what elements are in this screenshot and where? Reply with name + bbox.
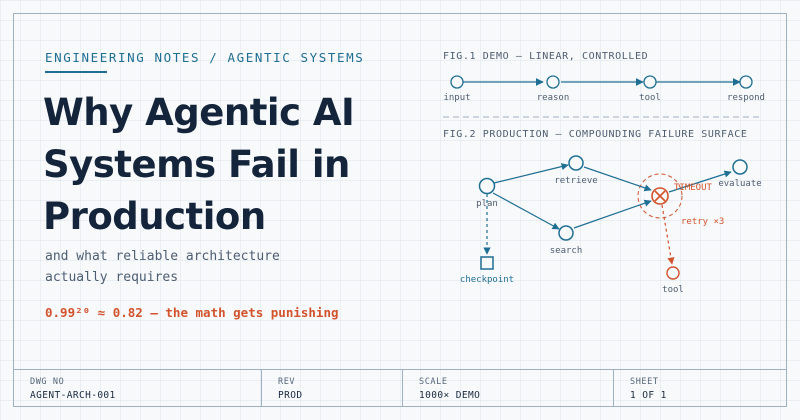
title-line: Systems Fail in (43, 143, 350, 186)
title-block-rev: REV PROD (262, 370, 403, 406)
fig1-label-input: input (443, 93, 470, 103)
failure-node (651, 187, 669, 205)
fig1-caption: FIG.1 DEMO — LINEAR, CONTROLLED (443, 51, 648, 62)
drawing-frame (13, 13, 787, 407)
edge-plan-retrieve (493, 163, 569, 184)
fig1-label-respond: respond (727, 93, 765, 103)
edge-search-failure (573, 199, 652, 229)
label-plan: plan (476, 199, 498, 209)
title-block-key: SHEET (630, 377, 659, 387)
timeout-zone (637, 173, 683, 219)
title-block-dwg-no: DWG NO AGENT-ARCH-001 (14, 370, 262, 406)
title-block-value: 1000× DEMO (419, 390, 481, 401)
title-block-scale: SCALE 1000× DEMO (403, 370, 614, 406)
subtitle-line: actually requires (45, 270, 179, 285)
fig1-node-tool (643, 75, 657, 89)
fig2-caption: FIG.2 PRODUCTION — COMPOUNDING FAILURE S… (443, 129, 748, 140)
retry-label: retry ×3 (681, 217, 724, 227)
fig1-flow (450, 75, 753, 89)
title-block-key: SCALE (419, 377, 448, 387)
label-search: search (550, 246, 583, 256)
fig1-label-tool: tool (639, 93, 661, 103)
edge-failure-evaluate (668, 170, 732, 193)
timeout-label: TIMEOUT (674, 183, 713, 193)
subtitle-line: and what reliable architecture (45, 249, 280, 264)
title-block-value: AGENT-ARCH-001 (30, 390, 116, 401)
label-checkpoint: checkpoint (460, 275, 514, 285)
eyebrow-underline (45, 71, 107, 73)
title-line: Why Agentic AI (43, 91, 355, 134)
label-tool: tool (662, 285, 684, 295)
title-block-value: 1 OF 1 (630, 390, 667, 401)
title-block-sheet: SHEET 1 OF 1 (614, 370, 786, 406)
node-plan (478, 177, 496, 195)
label-retrieve: retrieve (554, 176, 597, 186)
title-block-key: REV (278, 377, 296, 387)
title-block-value: PROD (278, 390, 303, 401)
fig1-node-reason (546, 75, 560, 89)
edge-plan-search (492, 192, 560, 230)
fig1-label-reason: reason (537, 93, 570, 103)
fig2-edges (483, 163, 732, 255)
label-evaluate: evaluate (718, 179, 761, 189)
title-line: Production (43, 195, 266, 238)
page-title: Why Agentic AI Systems Fail in Productio… (43, 87, 403, 243)
fig1-node-input (450, 75, 464, 89)
node-tool-retry (666, 266, 680, 280)
eyebrow-label: ENGINEERING NOTES / AGENTIC SYSTEMS (45, 50, 365, 65)
node-search (558, 225, 574, 241)
subtitle: and what reliable architecture actually … (45, 246, 280, 288)
edge-retry-tool (661, 204, 675, 265)
fig2-nodes (478, 155, 748, 270)
node-evaluate (732, 159, 748, 175)
edge-retrieve-failure (583, 166, 652, 192)
fig1-node-respond (739, 75, 753, 89)
math-note: 0.99²⁰ ≈ 0.82 — the math gets punishing (45, 305, 339, 320)
close-icon (654, 190, 666, 202)
node-checkpoint (480, 256, 494, 270)
title-block: DWG NO AGENT-ARCH-001 REV PROD SCALE 100… (14, 369, 786, 406)
node-retrieve (568, 155, 584, 171)
title-block-key: DWG NO (30, 377, 65, 387)
